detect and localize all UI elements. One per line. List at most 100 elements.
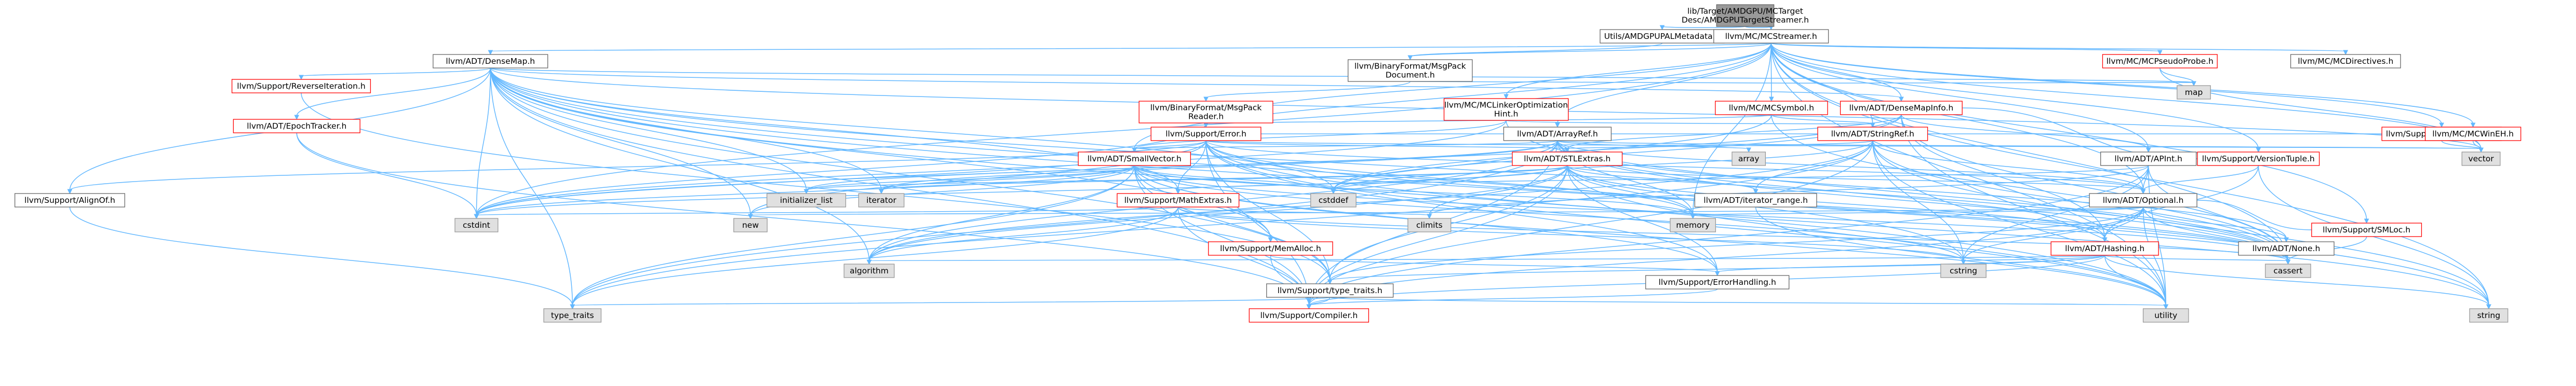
node-label: algorithm (850, 266, 889, 275)
node-hashing[interactable]: llvm/ADT/Hashing.h (2050, 241, 2159, 256)
node-cstddef[interactable]: cstddef (1310, 193, 1357, 208)
node-densemap[interactable]: llvm/ADT/DenseMap.h (433, 54, 548, 68)
node-smallvector[interactable]: llvm/ADT/SmallVector.h (1078, 151, 1191, 166)
node-string[interactable]: string (2469, 308, 2508, 323)
node-iterator[interactable]: iterator (858, 193, 905, 208)
node-mcdirectives[interactable]: llvm/MC/MCDirectives.h (2290, 54, 2401, 68)
edge-line (1872, 140, 2489, 306)
node-memory[interactable]: memory (1670, 218, 1716, 232)
edge-line (1566, 165, 1756, 191)
node-label: new (742, 220, 759, 230)
node-vector[interactable]: vector (2461, 151, 2501, 166)
edge-arrowhead (1132, 147, 1137, 153)
node-typetraits[interactable]: type_traits (543, 308, 602, 323)
edge-line (1771, 114, 2289, 261)
node-climits[interactable]: climits (1407, 218, 1452, 232)
node-label: cassert (2273, 266, 2302, 275)
node-typetraitsllvm[interactable]: llvm/Support/type_traits.h (1266, 283, 1394, 298)
node-densemapinfo[interactable]: llvm/ADT/DenseMapInfo.h (1840, 101, 1963, 115)
edge-msgpackdoc-msgpackreader (1203, 81, 1411, 102)
edge-hashing-utility (2104, 255, 2169, 310)
node-revisteration[interactable]: llvm/Support/ReverseIteration.h (231, 79, 371, 93)
node-map[interactable]: map (2177, 85, 2211, 100)
node-label: llvm/ADT/StringRef.h (1831, 129, 1914, 139)
edge-line (301, 67, 491, 77)
edge-line (1308, 165, 1568, 306)
edge-pseudoprobe-map (2159, 67, 2196, 87)
edge-arrowhead (2486, 304, 2491, 310)
node-aligntoff[interactable]: llvm/Support/AlignOf.h (14, 193, 125, 208)
edge-arrowhead (1961, 259, 1966, 265)
node-smloc[interactable]: llvm/Support/SMLoc.h (2311, 223, 2422, 237)
edge-densemap-revisteration (299, 67, 491, 80)
node-new[interactable]: new (733, 218, 768, 232)
edge-line (1205, 81, 1411, 99)
node-arrayref[interactable]: llvm/ADT/ArrayRef.h (1503, 127, 1612, 141)
edge-line (490, 67, 1331, 281)
node-compiler[interactable]: llvm/Support/Compiler.h (1249, 308, 1369, 323)
node-errorhandling[interactable]: llvm/Support/ErrorHandling.h (1645, 275, 1790, 290)
edge-line (490, 67, 882, 191)
edge-arrowhead (2163, 304, 2169, 310)
node-label: llvm/Support/VersionTuple.h (2202, 154, 2315, 163)
edge-line (1506, 120, 2289, 261)
node-array[interactable]: array (1732, 151, 1766, 166)
node-pseudoprobe[interactable]: llvm/MC/MCPseudoProbe.h (2102, 54, 2218, 68)
node-versiontuple[interactable]: llvm/Support/VersionTuple.h (2197, 151, 2320, 166)
node-iterrange[interactable]: llvm/ADT/iterator_range.h (1694, 193, 1817, 208)
node-stringref[interactable]: llvm/ADT/StringRef.h (1817, 127, 1928, 141)
node-apint[interactable]: llvm/ADT/APInt.h (2100, 151, 2197, 166)
edge-line (2148, 165, 2167, 306)
edge-line (1566, 165, 2105, 239)
node-label: cstdint (463, 220, 490, 230)
node-memalloc[interactable]: llvm/Support/MemAlloc.h (1208, 241, 1333, 256)
node-box (858, 193, 905, 208)
edge-line (1329, 297, 2167, 306)
node-mcsymbol[interactable]: llvm/MC/MCSymbol.h (1715, 101, 1828, 115)
node-initlist[interactable]: initializer_list (766, 193, 847, 208)
node-label: Hint.h (1494, 109, 1519, 119)
node-none[interactable]: llvm/ADT/None.h (2238, 241, 2334, 256)
edge-line (476, 120, 1507, 216)
node-algorithm[interactable]: algorithm (843, 264, 895, 278)
edge-line (572, 140, 1558, 306)
edge-line (868, 255, 2105, 261)
node-box (2290, 54, 2401, 68)
edge-line (881, 165, 1135, 191)
node-cassert[interactable]: cassert (2265, 264, 2311, 278)
node-mcstreamer[interactable]: llvm/MC/MCStreamer.h (1713, 29, 1829, 44)
node-supporterror[interactable]: llvm/Support/Error.h (1150, 127, 1262, 141)
edge-versiontuple-optional (2140, 165, 2259, 195)
node-cstdint[interactable]: cstdint (454, 218, 499, 232)
node-root[interactable]: lib/Target/AMDGPU/MCTargetDesc/AMDGPUTar… (1682, 4, 1809, 27)
edge-line (868, 165, 1135, 261)
node-mathextras[interactable]: llvm/Support/MathExtras.h (1117, 193, 1240, 208)
node-stlextras[interactable]: llvm/ADT/STLExtras.h (1512, 151, 1623, 166)
node-optional[interactable]: llvm/ADT/Optional.h (2089, 193, 2197, 208)
node-utility[interactable]: utility (2142, 308, 2189, 323)
edge-line (2159, 67, 2194, 83)
node-palmeta[interactable]: Utils/AMDGPUPALMetadata.h (1600, 29, 1725, 44)
edge-line (296, 132, 1310, 306)
node-label: llvm/ADT/DenseMapInfo.h (1849, 103, 1953, 113)
node-epochtracker[interactable]: llvm/ADT/EpochTracker.h (233, 119, 360, 133)
node-cstring[interactable]: cstring (1940, 264, 1987, 278)
edge-line (1134, 120, 1507, 149)
edge-optional-memory (1690, 206, 2144, 219)
edge-arrowhead (748, 214, 753, 219)
node-label: llvm/MC/MCLinkerOptimization (1444, 101, 1568, 110)
node-label: memory (1676, 220, 1710, 230)
node-box (1078, 151, 1191, 166)
node-mcwinseh[interactable]: llvm/MC/MCWinEH.h (2425, 127, 2521, 141)
node-label: vector (2468, 154, 2494, 163)
node-box (1138, 101, 1273, 123)
edge-mcstreamer-mcdirectives (1770, 43, 2349, 56)
edge-line (490, 67, 751, 216)
edge-arrowhead (1407, 55, 1413, 61)
node-box (1732, 151, 1766, 166)
node-box (543, 308, 602, 323)
node-label: llvm/Support/type_traits.h (1278, 286, 1383, 296)
